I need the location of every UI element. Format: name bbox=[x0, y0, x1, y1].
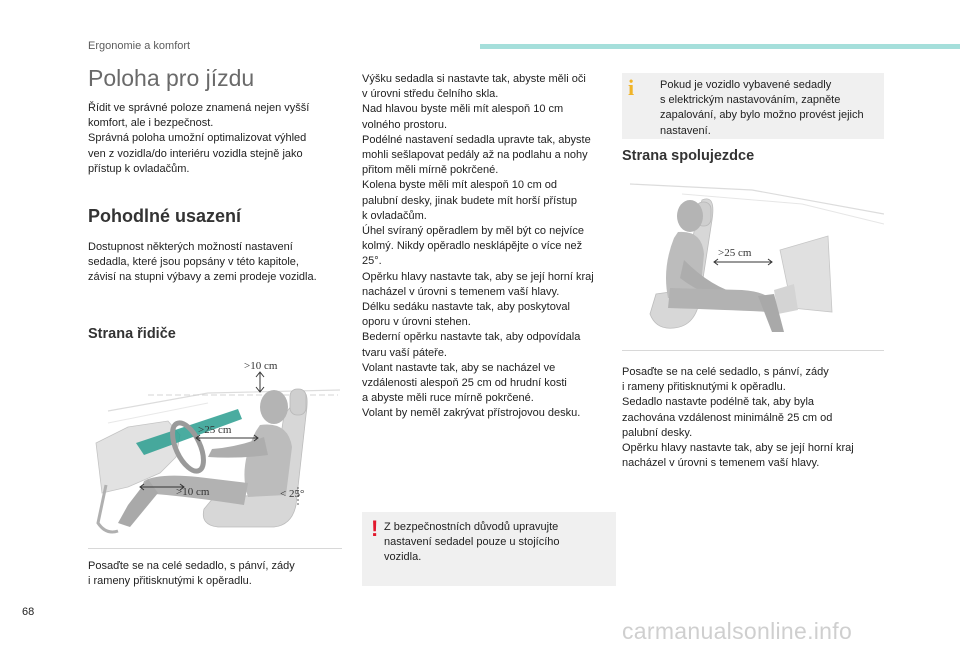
comfort-heading: Pohodlné usazení bbox=[88, 206, 242, 226]
header-accent-bar bbox=[480, 44, 960, 49]
passenger-text: Posaďte se na celé sedadlo, s pánví, zád… bbox=[622, 366, 854, 470]
page-number: 68 bbox=[22, 606, 35, 618]
section-label: Ergonomie a komfort bbox=[88, 40, 191, 52]
driver-seat-figure: >10 cm >25 cm >10 cm < 25° bbox=[88, 355, 343, 547]
driver-figure-rule bbox=[88, 548, 342, 549]
warning-note: ! Z bezpečnostních důvodů upravujte nast… bbox=[362, 512, 616, 586]
driver-heading: Strana řidiče bbox=[88, 326, 176, 342]
comfort-text: Dostupnost některých možností nastavení … bbox=[88, 241, 317, 284]
info-note: i Pokud je vozidlo vybavené sedadly s el… bbox=[622, 73, 884, 139]
warning-note-text: Z bezpečnostních důvodů upravujte nastav… bbox=[384, 521, 560, 564]
head-clearance-label: >10 cm bbox=[244, 360, 278, 372]
driver-caption: Posaďte se na celé sedadlo, s pánví, zád… bbox=[88, 560, 295, 588]
info-icon: i bbox=[628, 75, 635, 100]
passenger-heading: Strana spolujezdce bbox=[622, 148, 755, 164]
warning-icon: ! bbox=[371, 516, 379, 541]
seat-adjustment-text: Výšku sedadla si nastavte tak, abyste mě… bbox=[362, 73, 594, 420]
passenger-seat-figure: >25 cm bbox=[622, 180, 884, 348]
wheel-distance-label: >25 cm bbox=[198, 424, 232, 436]
pedal-distance-label: >10 cm bbox=[176, 486, 210, 498]
page-title: Poloha pro jízdu bbox=[88, 65, 255, 91]
passenger-figure-rule bbox=[622, 350, 884, 351]
info-note-text: Pokud je vozidlo vybavené sedadly s elek… bbox=[660, 79, 864, 137]
watermark: carmanualsonline.info bbox=[622, 618, 853, 644]
sightline-arrow bbox=[136, 409, 242, 455]
intro-text: Řídit ve správné poloze znamená nejen vy… bbox=[88, 102, 310, 175]
backrest-angle-label: < 25° bbox=[280, 488, 304, 500]
dash-distance-label: >25 cm bbox=[718, 247, 752, 259]
